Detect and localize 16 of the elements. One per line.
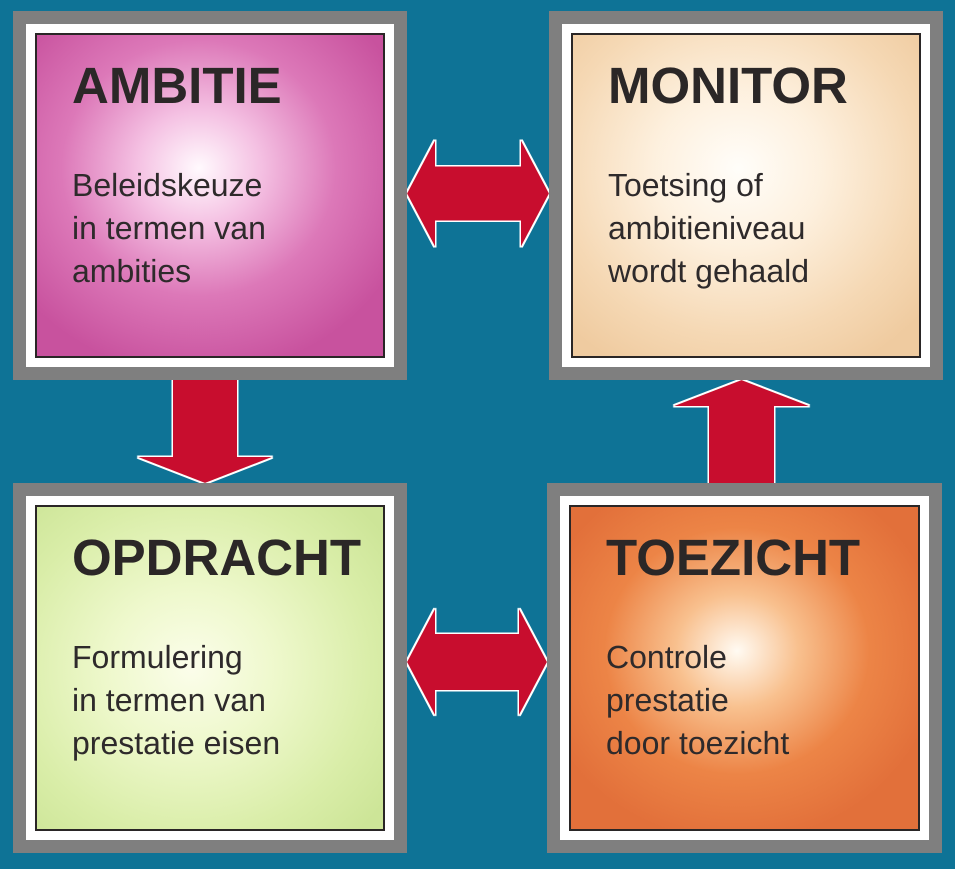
box-heading: OPDRACHT — [72, 529, 361, 586]
box-description: Formulering in termen van prestatie eisen — [72, 638, 280, 763]
box-description: Controle prestatie door toezicht — [606, 638, 790, 763]
process-box — [13, 483, 407, 853]
double-arrow — [407, 140, 549, 246]
process-box — [547, 483, 942, 853]
box-heading: TOEZICHT — [606, 529, 860, 586]
double-arrow — [407, 609, 547, 715]
box-heading: MONITOR — [608, 57, 848, 114]
arrow — [138, 380, 272, 483]
box-heading: AMBITIE — [72, 57, 282, 114]
process-box — [549, 11, 943, 380]
process-box — [13, 11, 407, 380]
box-description: Toetsing of ambitieniveau wordt gehaald — [608, 166, 810, 291]
arrow — [674, 380, 809, 483]
box-description: Beleidskeuze in termen van ambities — [72, 166, 266, 291]
